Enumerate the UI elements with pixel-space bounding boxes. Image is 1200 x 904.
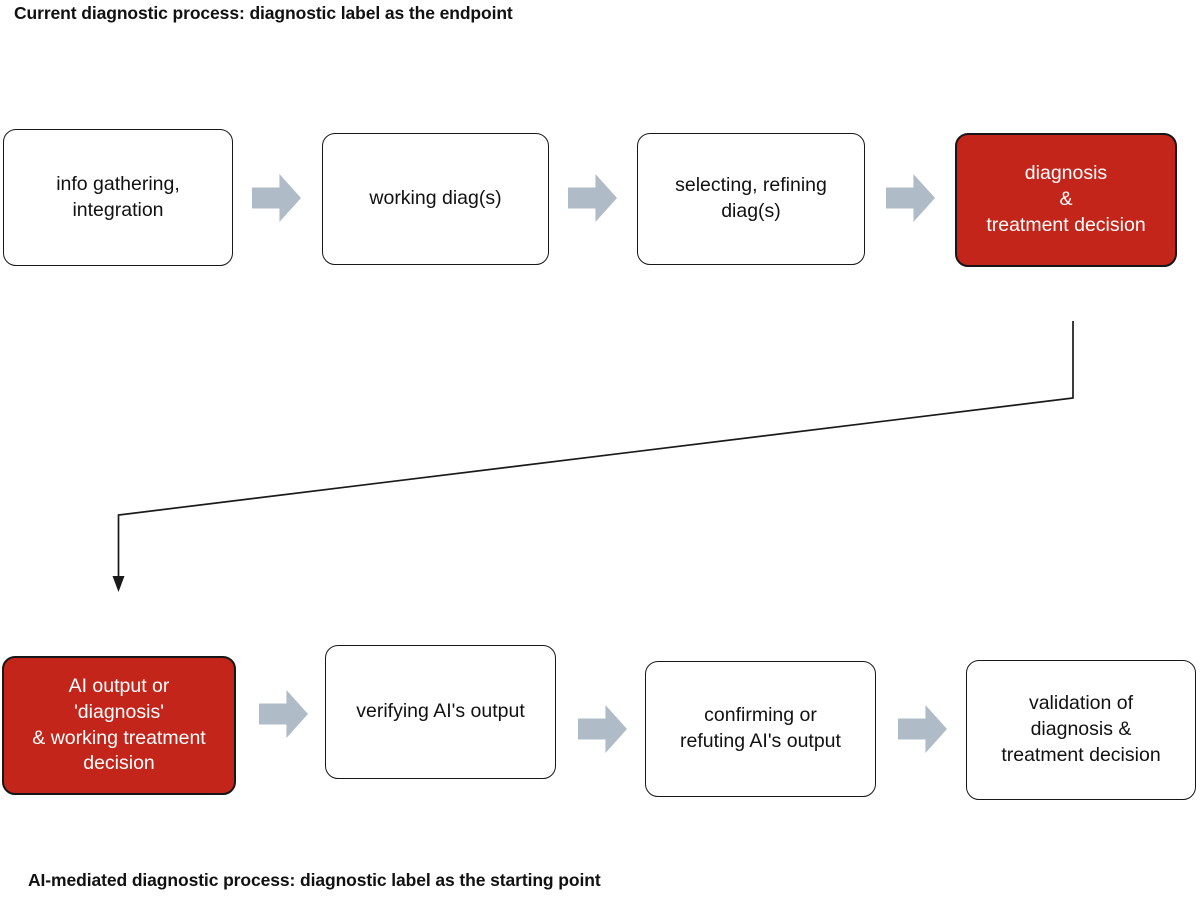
node-ai-output-diagnosis-label: AI output or 'diagnosis' & working treat… [32,675,206,775]
bottom-flow-caption: AI-mediated diagnostic process: diagnost… [28,870,601,890]
top-flow-caption: Current diagnostic process: diagnostic l… [14,3,513,23]
node-diagnosis-treatment-decision[interactable]: diagnosis & treatment decision [955,133,1177,267]
arrow-right-icon-bottom-3 [898,705,947,753]
node-diagnosis-treatment-decision-label: diagnosis & treatment decision [986,162,1146,236]
arrow-right-icon-bottom-2 [578,705,627,753]
node-validation-diagnosis-label: validation of diagnosis & treatment deci… [1001,692,1161,766]
node-ai-output-diagnosis[interactable]: AI output or 'diagnosis' & working treat… [2,656,236,795]
node-verifying-ai-output-label: verifying AI's output [356,700,525,723]
node-selecting-refining[interactable]: selecting, refining diag(s) [637,133,865,265]
arrow-right-icon-bottom-1 [259,690,308,738]
arrow-right-icon-top-3 [886,174,935,222]
arrow-right-icon-top-2 [568,174,617,222]
node-info-gathering-label: info gathering, integration [56,172,180,221]
node-verifying-ai-output[interactable]: verifying AI's output [325,645,556,779]
node-working-diagnoses[interactable]: working diag(s) [322,133,549,265]
node-info-gathering[interactable]: info gathering, integration [3,129,233,266]
node-confirming-refuting[interactable]: confirming or refuting AI's output [645,661,876,797]
arrow-right-icon-top-1 [252,174,301,222]
node-selecting-refining-label: selecting, refining diag(s) [675,174,827,222]
node-confirming-refuting-label: confirming or refuting AI's output [680,704,841,752]
node-working-diagnoses-label: working diag(s) [369,187,502,210]
node-validation-diagnosis[interactable]: validation of diagnosis & treatment deci… [966,660,1196,800]
